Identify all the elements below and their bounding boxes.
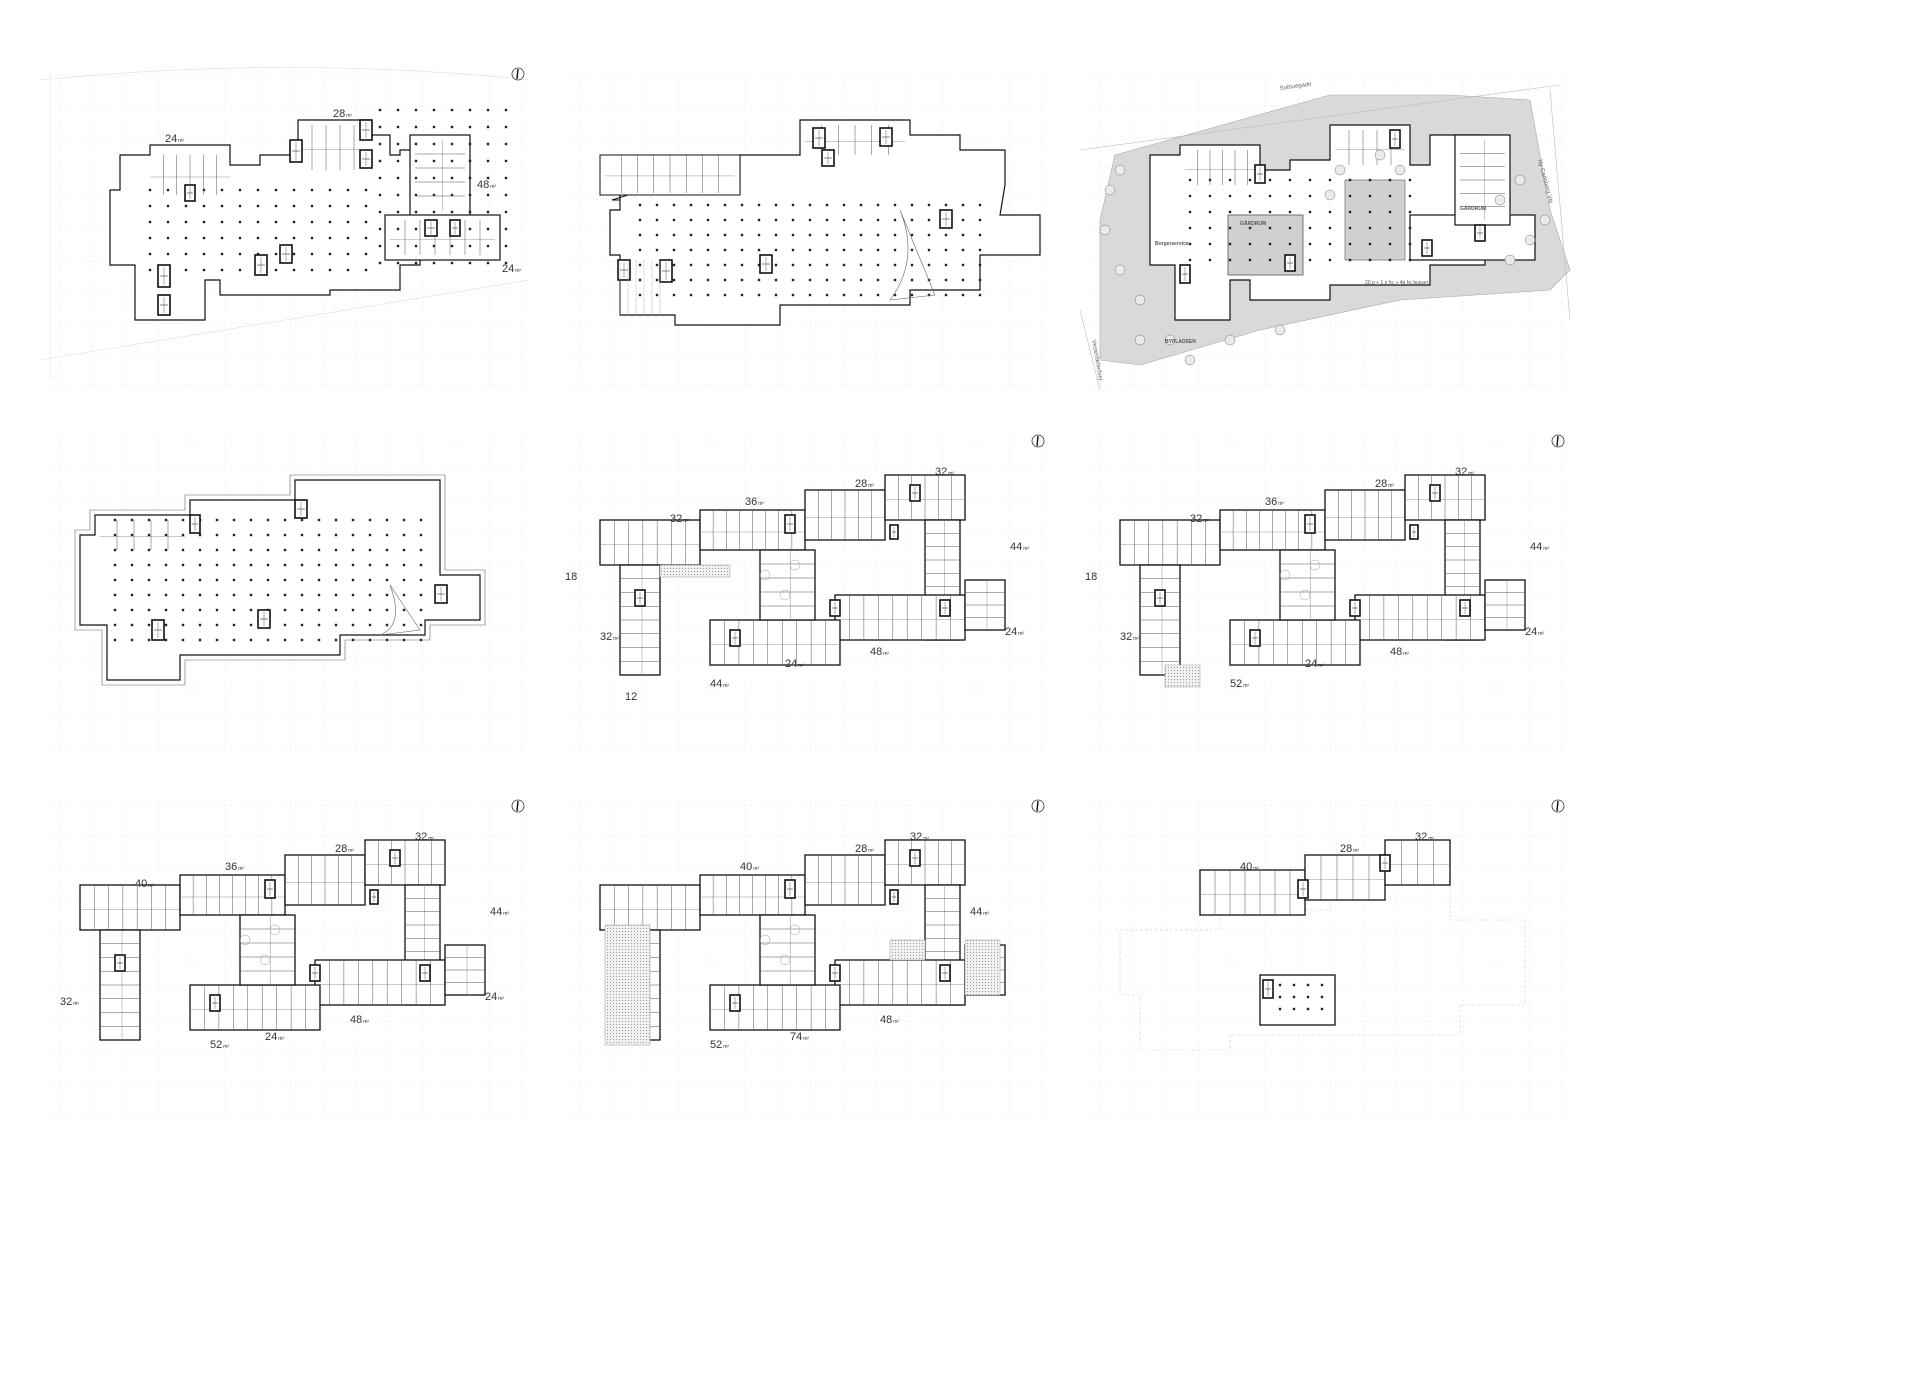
room-size-label: 32m² [60, 996, 79, 1008]
room-size-label: 24m² [1005, 626, 1024, 638]
room-size-label: 52m² [710, 1039, 729, 1051]
room-size-label: 48m² [477, 179, 496, 191]
room-size-label: 40m² [135, 878, 154, 890]
room-size-label: 32m² [670, 513, 689, 525]
floor-plan-4 [45, 435, 525, 755]
room-size-label: 48m² [350, 1014, 369, 1026]
room-size-label: 32m² [1415, 831, 1434, 843]
room-size-label: 36m² [225, 861, 244, 873]
room-size-label: 24m² [502, 263, 521, 275]
tree-icon [1134, 294, 1146, 306]
room-size-label: 40m² [740, 861, 759, 873]
tree-icon [1164, 334, 1176, 346]
room-size-label: 24m² [485, 991, 504, 1003]
tree-icon [1524, 234, 1536, 246]
floor-plan-1: 28m² 24m² 48m² 24m² [39, 67, 531, 390]
tree-icon [1114, 264, 1126, 276]
room-size-label: 32m² [935, 466, 954, 478]
room-size-label: 32m² [910, 831, 929, 843]
room-size-label: 44m² [1010, 541, 1029, 553]
room-size-label: 44m² [710, 678, 729, 690]
room-size-label: 36m² [745, 496, 764, 508]
parking-note: 20 p + 1 p hc + 4p hc busser [1365, 280, 1429, 286]
room-size-label: 44m² [1530, 541, 1549, 553]
room-size-label: 32m² [1190, 513, 1209, 525]
room-size-label: 32m² [1455, 466, 1474, 478]
north-arrow-icon [1551, 799, 1565, 813]
room-size-label: 18 [565, 571, 577, 583]
room-size-label: 48m² [870, 646, 889, 658]
tree-icon [1184, 354, 1196, 366]
floor-plan-9: 32m² 28m² 40m² [1085, 799, 1565, 1120]
room-size-label: 48m² [1390, 646, 1409, 658]
room-size-label: 48m² [880, 1014, 899, 1026]
tree-icon [1374, 149, 1386, 161]
street-name: Solbuegade [1279, 81, 1312, 91]
room-size-label: 24m² [265, 1031, 284, 1043]
room-size-label: 28m² [1340, 843, 1359, 855]
floor-plan-6: 32m²28m²36m²32m²1844m²32m²24m²48m²24m²52… [1085, 434, 1565, 755]
north-arrow-icon [1031, 434, 1045, 448]
tree-icon [1224, 334, 1236, 346]
room-size-label: 28m² [855, 843, 874, 855]
room-size-label: 32m² [1120, 631, 1139, 643]
floor-plan-8: 32m² 28m² 40m² 44m² 48m² 74m² 52m² [565, 799, 1045, 1120]
tree-icon [1104, 184, 1116, 196]
room-size-label: 32m² [415, 831, 434, 843]
tree-icon [1274, 324, 1286, 336]
room-size-label: 52m² [1230, 678, 1249, 690]
north-arrow-icon [1031, 799, 1045, 813]
room-size-label: 32m² [600, 631, 619, 643]
room-size-label: 40m² [1240, 861, 1259, 873]
tree-icon [1494, 194, 1506, 206]
room-size-label: 44m² [970, 906, 989, 918]
north-arrow-icon [511, 799, 525, 813]
space-label: GÅRDRUM [1240, 220, 1266, 227]
room-size-label: 28m² [855, 478, 874, 490]
space-label: GÅRDRUM [1460, 205, 1486, 212]
room-size-label: 28m² [335, 843, 354, 855]
room-size-label: 18 [1085, 571, 1097, 583]
room-size-label: 74m² [790, 1031, 809, 1043]
tree-icon [1334, 164, 1346, 176]
room-size-label: 44m² [490, 906, 509, 918]
tree-icon [1504, 254, 1516, 266]
room-size-label: 28m² [333, 108, 352, 120]
room-size-label: 24m² [165, 133, 184, 145]
tree-icon [1099, 224, 1111, 236]
floor-plan-2 [565, 70, 1045, 390]
room-size-label: 12 [625, 691, 637, 703]
tree-icon [1514, 174, 1526, 186]
tree-icon [1134, 334, 1146, 346]
room-size-label: 24m² [1525, 626, 1544, 638]
room-size-label: 36m² [1265, 496, 1284, 508]
floor-plan-5: 32m²28m²36m²32m²1844m²32m²24m²48m²24m²44… [565, 434, 1045, 755]
room-size-label: 28m² [1375, 478, 1394, 490]
tree-icon [1114, 164, 1126, 176]
tree-icon [1539, 214, 1551, 226]
tree-icon [1324, 189, 1336, 201]
north-arrow-icon [1551, 434, 1565, 448]
floor-plan-7: 32m² 28m² 36m² 40m² 44m² 32m² 24m² 48m² 24m² 52m² [45, 799, 525, 1120]
north-arrow-icon [511, 67, 525, 81]
space-label: Borgerservice [1155, 241, 1189, 247]
space-label: BYPLADSEN [1165, 339, 1196, 345]
room-size-label: 52m² [210, 1039, 229, 1051]
tree-icon [1394, 164, 1406, 176]
